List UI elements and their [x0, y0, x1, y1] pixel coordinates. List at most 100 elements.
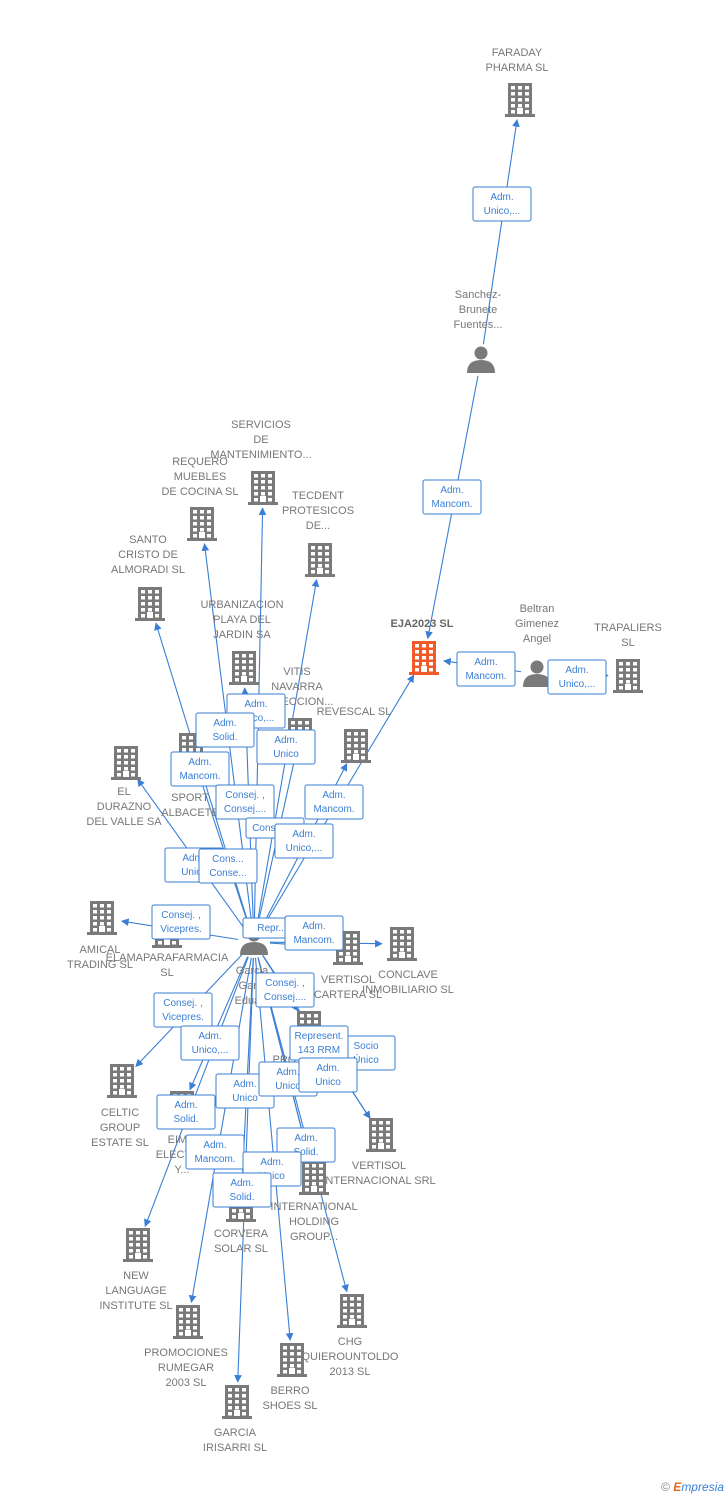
building-icon [187, 507, 217, 541]
edge-role-label[interactable]: Adm.Unico [256, 729, 316, 765]
building-window [415, 668, 419, 672]
building-window [228, 1412, 232, 1416]
edge-role-label[interactable]: Adm.Mancom. [170, 751, 230, 787]
building-window [249, 660, 253, 664]
edge-label-text: Adm. [244, 699, 267, 710]
building-window [131, 773, 135, 777]
node-label-line: Gimenez [515, 618, 559, 630]
edge-label-text: Unico,... [559, 679, 596, 690]
building-window [312, 1176, 316, 1180]
building-window [354, 750, 358, 754]
edge-role-label[interactable]: Adm.Solid. [195, 712, 255, 748]
building-door [625, 684, 631, 690]
building-window [235, 666, 239, 670]
building-window [626, 680, 630, 684]
edge-label-text: Mancom. [194, 1154, 235, 1165]
building-icon [222, 1385, 252, 1419]
edge-role-label[interactable]: Adm.Solid. [212, 1172, 272, 1208]
node-tecdent[interactable]: TECDENTPROTESICOSDE... [282, 490, 354, 577]
edge-label-text: Unico [259, 1171, 285, 1182]
edge-role-label[interactable]: Adm.Mancom. [185, 1134, 245, 1170]
building-window [325, 552, 329, 556]
building-window [353, 958, 357, 962]
node-servicios[interactable]: SERVICIOSDEMANTENIMIENTO... [210, 419, 312, 505]
building-window [179, 1332, 183, 1336]
node-label-line: DURAZNO [97, 801, 152, 813]
node-label-line: HOLDING [289, 1216, 339, 1228]
building-window [511, 92, 515, 96]
edge-role-label[interactable]: Consej. ,Vicepres. [151, 904, 211, 940]
edge-label-text: Adm. [440, 485, 463, 496]
node-label-line: VERTISOL [352, 1160, 406, 1172]
building-window [268, 492, 272, 496]
building-window [353, 946, 357, 950]
building-window [261, 486, 265, 490]
building-window [127, 1091, 131, 1095]
node-label-line: ALMORADI SL [111, 564, 185, 576]
edge-role-label[interactable]: Consej. ,Consej.... [215, 784, 275, 820]
building-window [141, 608, 145, 612]
edge-role-label[interactable]: Cons...Conse... [198, 848, 258, 884]
node-revescal[interactable]: REVESCAL SL [317, 706, 392, 763]
building-window [343, 1321, 347, 1325]
edge-role-label[interactable]: Adm.Mancom. [422, 479, 482, 515]
edge-role-label[interactable]: Adm.Unico,... [180, 1025, 240, 1061]
building-door [185, 1330, 191, 1336]
building-icon [409, 641, 439, 675]
edge-role-label[interactable]: Adm.Unico,... [472, 186, 532, 222]
node-sanchez[interactable]: Sanchez-BruneteFuentes... [454, 289, 503, 373]
edge-label-text: 143 RRM [298, 1045, 340, 1056]
node-label-line: NEW [123, 1270, 149, 1282]
building-window [148, 602, 152, 606]
building-door [164, 939, 170, 945]
node-label-line: CARTERA SL [314, 989, 382, 1001]
building-window [113, 1085, 117, 1089]
edge-role-label[interactable]: Consej. ,Vicepres. [153, 992, 213, 1028]
building-window [143, 1243, 147, 1247]
edge-role-label[interactable]: Adm.Solid. [156, 1094, 216, 1130]
edge-label-text: Solid. [212, 732, 237, 743]
building-window [305, 721, 309, 725]
edge-label-text: Adm. [182, 853, 205, 864]
building-window [100, 916, 104, 920]
edge-role-label[interactable]: Adm.Unico [298, 1057, 358, 1093]
building-icon [366, 1118, 396, 1152]
building-door [234, 1410, 240, 1416]
building-window [343, 1297, 347, 1301]
building-door [378, 1143, 384, 1149]
node-international[interactable]: INTERNATIONALHOLDINGGROUP... [270, 1161, 358, 1243]
empresia-watermark[interactable]: © Empresia [661, 1480, 724, 1494]
building-window [129, 1255, 133, 1259]
building-window [120, 1079, 124, 1083]
edge-role-label[interactable]: Adm.Unico,... [274, 823, 334, 859]
edge-role-label[interactable]: Adm.Mancom. [456, 651, 516, 687]
edge-role-label[interactable]: Represent.143 RRM [289, 1025, 349, 1061]
building-base [333, 962, 363, 965]
edge-role-label[interactable]: Adm.Unico,... [547, 659, 607, 695]
node-eja[interactable]: EJA2023 SL [391, 618, 454, 675]
building-window [143, 1231, 147, 1235]
edge-role-label[interactable]: Consej. ,Consej.... [255, 972, 315, 1008]
edge-role-label[interactable]: Adm.Mancom. [284, 915, 344, 951]
node-label-line: MANTENIMIENTO... [210, 449, 311, 461]
building-window [386, 1139, 390, 1143]
building-window [361, 744, 365, 748]
edge-role-label[interactable]: Adm.Mancom. [304, 784, 364, 820]
building-window [305, 727, 309, 731]
